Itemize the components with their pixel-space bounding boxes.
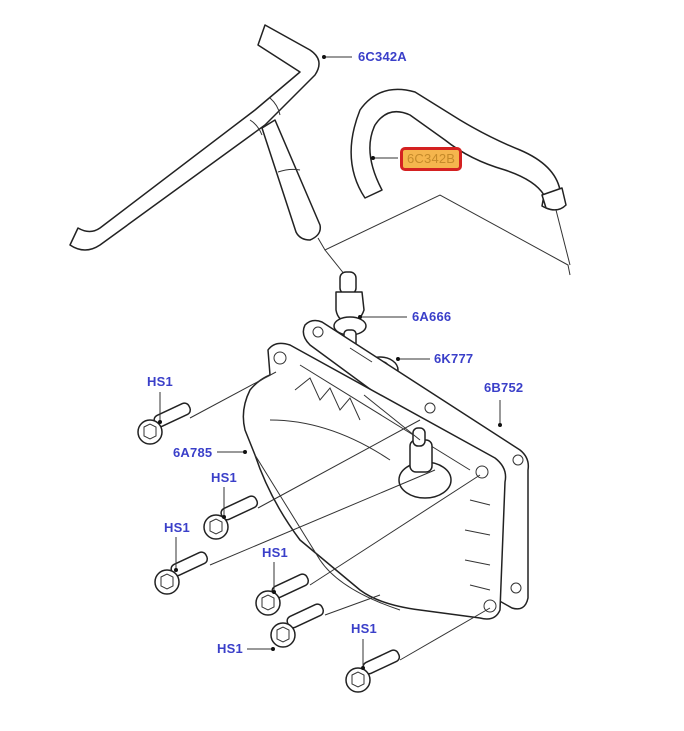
assembly-line-hoses <box>317 194 571 276</box>
callout-leaders <box>158 55 502 670</box>
bolt-1[interactable] <box>137 402 192 445</box>
label-6a666[interactable]: 6A666 <box>412 309 452 324</box>
label-6c342a[interactable]: 6C342A <box>358 49 407 64</box>
label-6k777[interactable]: 6K777 <box>434 351 474 366</box>
label-hs1-bolt-1[interactable]: HS1 <box>147 374 173 389</box>
hose-6c342b[interactable] <box>350 88 567 211</box>
label-6b752[interactable]: 6B752 <box>484 380 524 395</box>
bolt-5[interactable] <box>270 603 325 648</box>
label-6c342b-highlighted[interactable]: 6C342B <box>400 147 463 171</box>
label-hs1-bolt-6[interactable]: HS1 <box>351 621 377 636</box>
hose-6c342a[interactable] <box>69 24 322 251</box>
label-6a785[interactable]: 6A785 <box>173 445 213 460</box>
label-hs1-bolt-2[interactable]: HS1 <box>211 470 237 485</box>
cover-6a785[interactable] <box>242 342 507 620</box>
label-hs1-bolt-5[interactable]: HS1 <box>217 641 243 656</box>
bolt-2[interactable] <box>203 495 259 540</box>
bolt-3[interactable] <box>154 551 209 595</box>
label-hs1-bolt-4[interactable]: HS1 <box>262 545 288 560</box>
bolt-6[interactable] <box>345 649 401 693</box>
bolt-4[interactable] <box>255 573 310 616</box>
label-hs1-bolt-3[interactable]: HS1 <box>164 520 190 535</box>
